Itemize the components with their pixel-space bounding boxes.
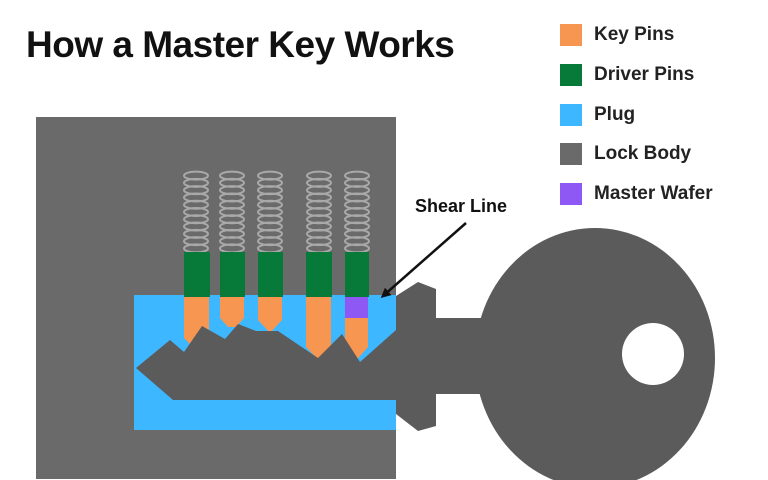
- key-bow: [475, 228, 715, 480]
- key-pin-2: [220, 297, 244, 327]
- driver-pin-1: [184, 252, 210, 297]
- spring-2: [219, 170, 245, 254]
- driver-pin-2: [220, 252, 245, 297]
- key-pins-swatch-icon: [560, 24, 582, 46]
- key-blade: [136, 324, 426, 400]
- legend-item-lock-body: Lock Body: [560, 141, 691, 167]
- legend-label-key-pins: Key Pins: [594, 24, 675, 45]
- driver-pin-5: [345, 252, 369, 297]
- driver-pins: [184, 252, 369, 297]
- master-wafer: [345, 297, 368, 318]
- shear-line-arrow: [380, 222, 467, 298]
- driver-pins-swatch-icon: [560, 64, 582, 86]
- spring-1: [183, 170, 209, 254]
- driver-pin-4: [306, 252, 332, 297]
- legend-item-key-pins: Key Pins: [560, 22, 674, 48]
- key-pin-4: [306, 297, 331, 360]
- key-bow-hole: [622, 323, 684, 385]
- legend-item-master-wafer: Master Wafer: [560, 181, 713, 207]
- key-pin-3: [258, 297, 282, 333]
- legend-label-plug: Plug: [594, 104, 636, 125]
- springs: [183, 170, 370, 254]
- driver-pin-3: [258, 252, 283, 297]
- key: [136, 228, 715, 480]
- master-wafer-swatch-icon: [560, 183, 582, 205]
- diagram-title: How a Master Key Works: [26, 24, 455, 65]
- legend-label-driver-pins: Driver Pins: [594, 64, 695, 85]
- legend-label-master-wafer: Master Wafer: [594, 183, 713, 204]
- key-pins: [184, 297, 368, 360]
- plug-swatch-icon: [560, 104, 582, 126]
- legend-item-driver-pins: Driver Pins: [560, 62, 694, 88]
- legend-label-lock-body: Lock Body: [594, 143, 692, 164]
- legend-item-plug: Plug: [560, 102, 635, 128]
- spring-5: [344, 170, 370, 254]
- shear-line-label: Shear Line: [415, 196, 508, 216]
- spring-3: [257, 170, 283, 254]
- lock-body-swatch-icon: [560, 143, 582, 165]
